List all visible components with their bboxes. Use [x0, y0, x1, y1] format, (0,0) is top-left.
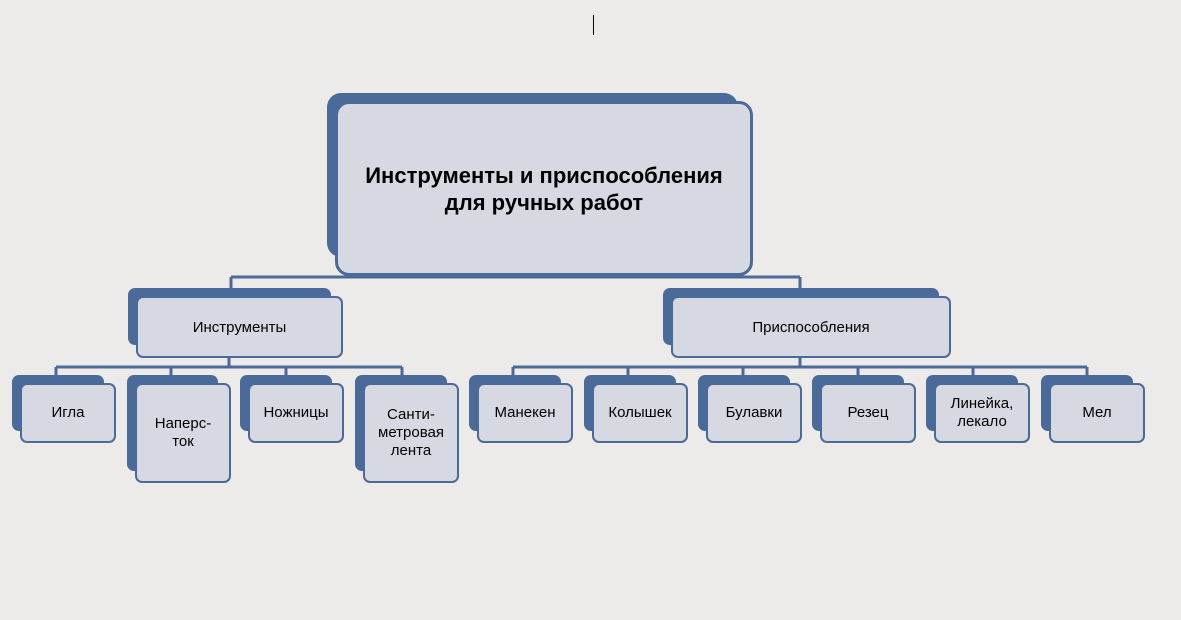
branch-instruments-box: Инструменты — [136, 296, 343, 358]
branch-fixtures-label: Приспособления — [752, 318, 870, 336]
root-title-line1: Инструменты и приспособления — [365, 162, 723, 188]
leaf-peg-label: Колышек — [608, 404, 672, 421]
leaf-ruler-line2: лекало — [957, 413, 1007, 430]
leaf-chalk-label: Мел — [1082, 404, 1112, 421]
leaf-tape-line3: лента — [390, 442, 432, 459]
leaf-tape-line2: метровая — [378, 424, 444, 441]
leaf-needle-label: Игла — [51, 404, 85, 421]
root-title-line2: для ручных работ — [444, 189, 644, 215]
leaf-scissors-label: Ножницы — [263, 404, 329, 421]
leaf-thimble-line1: Наперс- — [154, 415, 212, 432]
leaf-thimble-line2: ток — [172, 433, 194, 450]
text-cursor — [593, 15, 594, 35]
leaf-ruler-line1: Линейка, — [950, 395, 1014, 412]
branch-instruments-label: Инструменты — [192, 318, 287, 336]
root-node-box: Инструменты и приспособления для ручных … — [335, 101, 753, 276]
leaf-tape-line1: Санти- — [387, 406, 435, 423]
leaf-pins-label: Булавки — [725, 404, 783, 421]
leaf-mannequin-label: Манекен — [494, 404, 556, 421]
leaf-cutter-label: Резец — [847, 404, 889, 421]
branch-fixtures-box: Приспособления — [671, 296, 951, 358]
